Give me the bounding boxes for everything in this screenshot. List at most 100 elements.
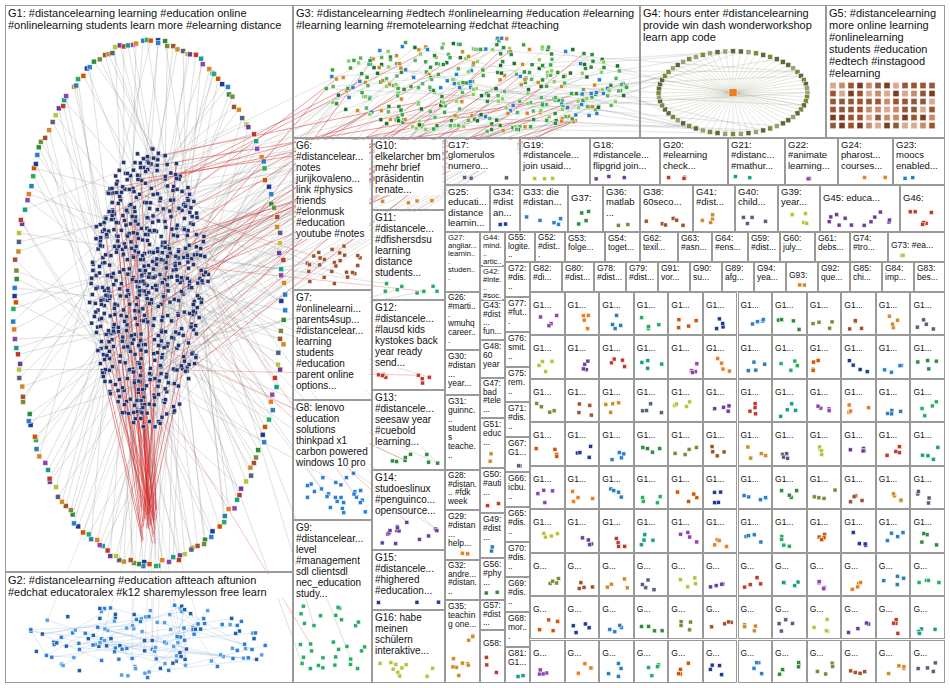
network-vertex: [169, 171, 173, 175]
network-edge: [696, 93, 733, 129]
network-vertex: [165, 184, 169, 188]
network-vertex: [102, 228, 106, 232]
network-vertex: [128, 558, 133, 563]
network-vertex: [197, 316, 201, 320]
network-vertex: [319, 614, 323, 618]
network-vertex: [583, 662, 587, 666]
network-vertex: [153, 425, 157, 429]
network-vertex: [278, 367, 283, 372]
network-vertex: [133, 417, 137, 421]
network-edge: [143, 164, 176, 527]
network-vertex: [617, 401, 621, 405]
network-vertex: [128, 397, 132, 401]
network-vertex: [133, 352, 137, 356]
network-vertex: [857, 115, 863, 121]
network-vertex: [818, 445, 822, 449]
network-edge: [673, 68, 733, 92]
network-vertex: [108, 380, 112, 384]
network-vertex: [154, 262, 158, 266]
network-edge: [733, 92, 807, 93]
network-vertex: [642, 538, 646, 542]
network-vertex: [658, 447, 662, 451]
network-vertex: [116, 400, 120, 404]
network-vertex: [81, 530, 86, 535]
network-vertex: [147, 161, 151, 165]
network-vertex: [166, 254, 170, 258]
network-vertex: [248, 465, 253, 470]
network-edge: [149, 659, 257, 672]
network-vertex: [902, 91, 908, 97]
network-vertex: [784, 618, 788, 622]
network-edge: [659, 93, 733, 97]
network-vertex: [542, 488, 546, 492]
network-edge: [100, 84, 223, 266]
network-vertex: [852, 495, 856, 499]
network-vertex: [153, 395, 157, 399]
network-vertex: [175, 223, 179, 227]
network-vertex: [451, 665, 455, 669]
network-vertex: [147, 562, 152, 567]
network-vertex: [780, 537, 784, 541]
network-vertex: [139, 332, 143, 336]
network-vertex: [139, 258, 143, 262]
network-vertex: [743, 625, 747, 629]
network-vertex: [151, 220, 155, 224]
network-vertex: [171, 555, 176, 560]
network-vertex: [920, 91, 926, 97]
network-vertex: [160, 415, 164, 419]
network-vertex: [158, 273, 162, 277]
network-vertex: [890, 412, 894, 416]
network-edge: [194, 47, 549, 304]
network-edge: [167, 346, 240, 495]
network-vertex: [650, 674, 654, 678]
network-vertex: [827, 220, 831, 224]
network-vertex: [342, 501, 346, 505]
network-edge: [111, 608, 146, 617]
network-vertex: [312, 624, 316, 628]
network-vertex: [727, 404, 731, 408]
network-vertex: [139, 357, 143, 361]
network-vertex: [678, 667, 682, 671]
network-vertex: [893, 99, 899, 105]
network-vertex: [790, 621, 794, 625]
network-vertex: [488, 459, 492, 463]
network-vertex: [328, 506, 332, 510]
network-vertex: [521, 674, 525, 678]
network-vertex: [760, 672, 764, 676]
network-vertex: [929, 99, 935, 105]
network-vertex: [929, 107, 935, 113]
network-vertex: [132, 381, 136, 385]
network-vertex: [616, 661, 620, 665]
network-vertex: [34, 447, 39, 452]
network-vertex: [623, 365, 627, 369]
network-vertex: [457, 674, 461, 678]
network-edge: [90, 86, 547, 302]
network-vertex: [857, 107, 863, 113]
network-vertex: [921, 222, 925, 226]
network-vertex: [782, 581, 786, 585]
network-vertex: [124, 294, 128, 298]
network-vertex: [381, 199, 385, 203]
network-edge: [170, 615, 252, 650]
network-vertex: [589, 666, 593, 670]
network-vertex: [188, 210, 192, 214]
network-vertex: [485, 663, 489, 667]
network-vertex: [200, 279, 204, 283]
network-vertex: [908, 210, 912, 214]
network-vertex: [542, 531, 546, 535]
network-vertex: [893, 115, 899, 121]
network-vertex: [643, 533, 647, 537]
network-vertex: [427, 534, 431, 538]
network-vertex: [927, 496, 931, 500]
network-vertex: [860, 498, 864, 502]
network-vertex: [90, 293, 94, 297]
network-vertex: [172, 405, 176, 409]
network-vertex: [576, 671, 580, 675]
network-vertex: [166, 313, 170, 317]
network-vertex: [779, 629, 783, 633]
network-vertex: [641, 496, 645, 500]
network-vertex: [190, 352, 194, 356]
network-vertex: [538, 668, 542, 672]
network-vertex: [745, 222, 749, 226]
network-vertex: [139, 226, 143, 230]
